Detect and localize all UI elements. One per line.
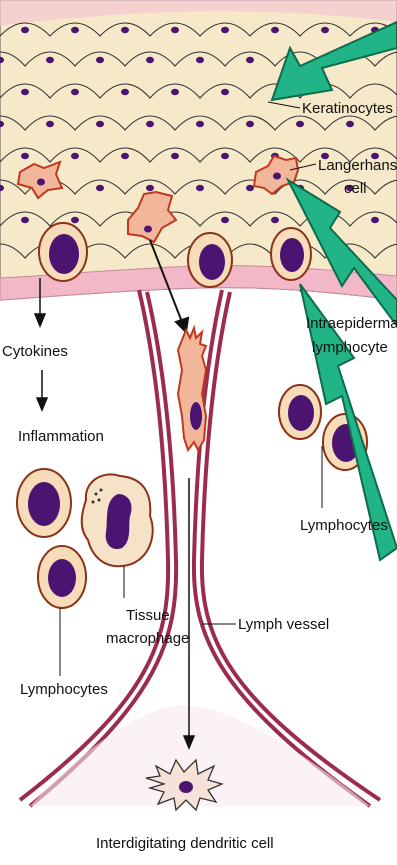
- intraepidermal-lymphocyte-1: [39, 223, 87, 281]
- keratinocyte-nucleus: [246, 121, 254, 127]
- keratinocyte-nucleus: [246, 185, 254, 191]
- label-intraepidermal-line2: lymphocyte: [312, 339, 388, 356]
- dermal-lymphocyte-right-1: [279, 385, 321, 439]
- keratinocyte-nucleus: [46, 121, 54, 127]
- keratinocyte-nucleus: [196, 185, 204, 191]
- migrating-langerhans-cell: [178, 328, 206, 450]
- keratinocyte-nucleus: [71, 217, 79, 223]
- keratinocyte-nucleus: [146, 121, 154, 127]
- arrow-to-inflammation: [37, 370, 47, 410]
- intraepidermal-lymphocyte-2: [188, 233, 232, 287]
- label-interdigitating-dendritic-cell: Interdigitating dendritic cell: [96, 835, 274, 852]
- keratinocyte-nucleus: [171, 27, 179, 33]
- keratinocyte-nucleus: [196, 121, 204, 127]
- keratinocyte-nucleus: [321, 27, 329, 33]
- keratinocyte-nucleus: [271, 217, 279, 223]
- keratinocyte-nucleus: [46, 57, 54, 63]
- keratinocyte-nucleus: [296, 121, 304, 127]
- keratinocyte-nucleus: [146, 57, 154, 63]
- keratinocyte-nucleus: [221, 89, 229, 95]
- keratinocyte-nucleus: [271, 27, 279, 33]
- keratinocyte-nucleus: [71, 89, 79, 95]
- keratinocyte-nucleus: [221, 153, 229, 159]
- keratinocyte-nucleus: [196, 57, 204, 63]
- label-cytokines: Cytokines: [2, 343, 68, 360]
- tissue-macrophage: [82, 474, 153, 566]
- label-keratinocytes: Keratinocytes: [302, 100, 393, 117]
- keratinocyte-nucleus: [21, 217, 29, 223]
- label-tissue-macrophage-line2: macrophage: [106, 630, 189, 647]
- label-langerhans-line1: Langerhans: [318, 157, 397, 174]
- keratinocyte-nucleus: [346, 121, 354, 127]
- keratinocyte-nucleus: [146, 185, 154, 191]
- label-tissue-macrophage-line1: Tissue: [126, 607, 170, 624]
- keratinocyte-nucleus: [71, 153, 79, 159]
- keratinocyte-nucleus: [96, 57, 104, 63]
- keratinocyte-nucleus: [121, 27, 129, 33]
- keratinocyte-nucleus: [221, 27, 229, 33]
- keratinocyte-nucleus: [246, 57, 254, 63]
- intraepidermal-lymphocyte-labeled: [271, 228, 311, 280]
- label-inflammation: Inflammation: [18, 428, 104, 445]
- label-lymph-vessel: Lymph vessel: [238, 616, 329, 633]
- keratinocyte-nucleus: [171, 153, 179, 159]
- keratinocyte-nucleus: [21, 27, 29, 33]
- keratinocyte-nucleus: [121, 89, 129, 95]
- label-intraepidermal-line1: Intraepidermal: [306, 315, 397, 332]
- dermal-lymphocyte-left-2: [38, 546, 86, 608]
- label-lymphocytes-right: Lymphocytes: [300, 517, 388, 534]
- keratinocyte-nucleus: [21, 89, 29, 95]
- label-langerhans-line2: cell: [344, 180, 367, 197]
- dermal-lymphocyte-left-1: [17, 469, 71, 537]
- keratinocyte-nucleus: [221, 217, 229, 223]
- keratinocyte-nucleus: [96, 185, 104, 191]
- keratinocyte-nucleus: [96, 121, 104, 127]
- keratinocyte-nucleus: [21, 153, 29, 159]
- keratinocyte-nucleus: [71, 27, 79, 33]
- keratinocyte-nucleus: [121, 153, 129, 159]
- keratinocyte-nucleus: [371, 217, 379, 223]
- keratinocyte-nucleus: [171, 89, 179, 95]
- label-lymphocytes-left: Lymphocytes: [20, 681, 108, 698]
